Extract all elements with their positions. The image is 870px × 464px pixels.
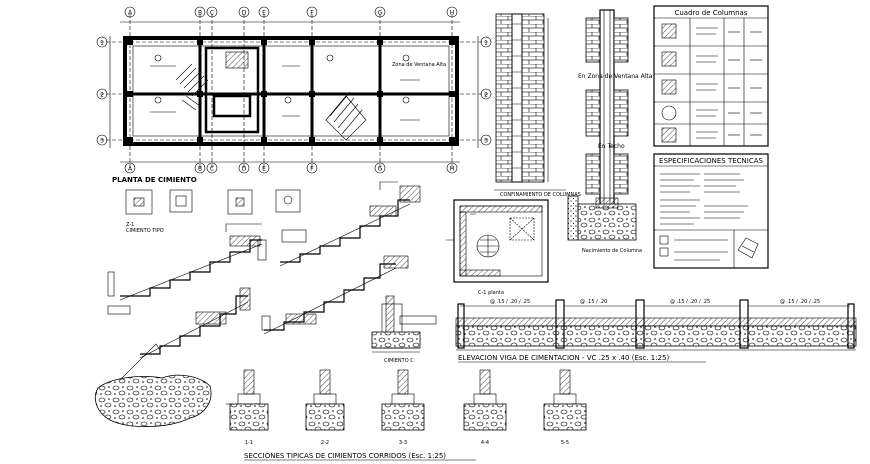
svg-text:Z-1: Z-1	[126, 222, 134, 228]
svg-text:F: F	[310, 166, 314, 173]
svg-text:CIMIENTO C: CIMIENTO C	[384, 358, 414, 364]
svg-text:@ .15 / .20 / .25: @ .15 / .20 / .25	[780, 299, 820, 305]
confinement-detail-label: CONFINAMIENTO DE COLUMNAS	[500, 192, 581, 198]
column-schedule-title: Cuadro de Columnas	[674, 9, 747, 17]
schedule-column-sections	[661, 23, 677, 143]
section-3-3: 3-3	[381, 369, 425, 446]
axis-label-top-h: H	[450, 10, 455, 17]
stair-foundation-4	[261, 255, 409, 335]
section-5-5: 5-5	[543, 369, 587, 446]
svg-text:C-1 planta: C-1 planta	[478, 290, 504, 296]
section-label-1: 1-1	[245, 440, 253, 446]
section-4-4: 4-4	[463, 369, 507, 446]
section-label-4: 4-4	[481, 440, 489, 446]
section-1-1: 1-1	[226, 369, 269, 446]
zone-high-window-label: En Zona de Ventana Alta	[578, 73, 653, 80]
typical-sections-title: SECCIONES TIPICAS DE CIMIENTOS CORRIDOS …	[244, 452, 446, 460]
svg-text:C: C	[210, 166, 214, 173]
plan-stair-1	[175, 63, 209, 111]
technical-specs-title: ESPECIFICACIONES TECNICAS	[659, 157, 763, 165]
svg-text:G: G	[378, 166, 383, 173]
foundation-plan: A B C D E F G H A B C D E F G H 1 2 3 1 …	[96, 6, 492, 174]
footing-details: Z-1 CIMIENTO TIPO	[125, 189, 301, 234]
column-rebar-details: En Zona de Ventana Alta En Techo Nacimie…	[567, 9, 653, 254]
axis-label-side-2: 2	[100, 92, 104, 99]
svg-text:@ .15 / .20: @ .15 / .20	[580, 299, 607, 305]
svg-text:E: E	[262, 166, 266, 173]
axis-label-side-1: 1	[100, 40, 104, 47]
section-label-3: 3-3	[399, 440, 407, 446]
section-label-5: 5-5	[561, 440, 569, 446]
svg-text:A: A	[128, 166, 133, 173]
plan-columns	[127, 39, 455, 143]
section-label-2: 2-2	[321, 440, 329, 446]
schedule-text-rows	[696, 27, 762, 139]
svg-text:D: D	[242, 166, 247, 173]
svg-text:B: B	[198, 166, 202, 173]
axis-label-top-g: G	[378, 10, 383, 17]
foundation-plan-title: PLANTA DE CIMIENTO	[112, 176, 197, 184]
axis-label-top-e: E	[262, 10, 266, 17]
stair-foundation-1	[107, 223, 263, 301]
svg-text:1: 1	[484, 40, 488, 47]
section-6-6	[330, 372, 336, 392]
plan-axis-bubbles-bottom: A B C D E F G H	[124, 162, 458, 174]
svg-text:@ .15 / .20 / .25: @ .15 / .20 / .25	[490, 299, 530, 305]
roof-label: En Techo	[598, 143, 625, 150]
svg-text:CIMIENTO TIPO: CIMIENTO TIPO	[126, 228, 164, 234]
foundation-beam-elevation: @ .15 / .20 / .25 @ .15 / .20 @ .15 / .2…	[455, 299, 857, 351]
plan-stair-2	[325, 91, 367, 141]
beam-elevation-title: ELEVACION VIGA DE CIMENTACION - VC .25 x…	[458, 354, 670, 362]
stair-foundation-2	[257, 181, 421, 267]
section-2-2: 2-2	[305, 369, 345, 446]
plan-axis-bubbles-top: A B C D E F G H	[124, 6, 458, 18]
brick-wall-detail: CONFINAMIENTO DE COLUMNAS	[494, 13, 581, 198]
axis-label-top-b: B	[198, 10, 202, 17]
plan-room-tags	[150, 65, 420, 121]
technical-specs-box	[653, 153, 769, 269]
column-schedule-table	[653, 5, 769, 147]
axis-label-top-c: C	[210, 10, 214, 17]
svg-text:2: 2	[484, 92, 488, 99]
plan-outer-foundation	[123, 36, 459, 146]
spec-anchor-detail	[737, 237, 759, 259]
rock-foundation-base	[94, 374, 212, 427]
typical-foundation-sections: 1-1 2-2 3-3 4-4 5-5	[226, 369, 587, 446]
svg-text:3: 3	[484, 138, 488, 145]
axis-label-top-d: D	[242, 10, 247, 17]
plan-axis-bubbles-side: 1 2 3 1 2 3	[96, 36, 492, 146]
svg-text:@ .15 / .20 / .25: @ .15 / .20 / .25	[670, 299, 710, 305]
axis-label-top-f: F	[310, 10, 314, 17]
plan-zone-label: Zona de Ventana Alta	[392, 62, 446, 68]
svg-text:H: H	[450, 166, 455, 173]
axis-label-side-3: 3	[100, 138, 104, 145]
axis-label-top-a: A	[128, 10, 133, 17]
column-tie-label: Nacimiento de Columna	[582, 248, 642, 254]
column-corner-detail: C-1 planta	[446, 199, 549, 296]
stair-foundation-3	[107, 287, 251, 359]
plan-section-markers	[154, 54, 410, 104]
spec-text-lines	[659, 173, 748, 261]
column-foot-section: CIMIENTO C	[371, 295, 437, 364]
